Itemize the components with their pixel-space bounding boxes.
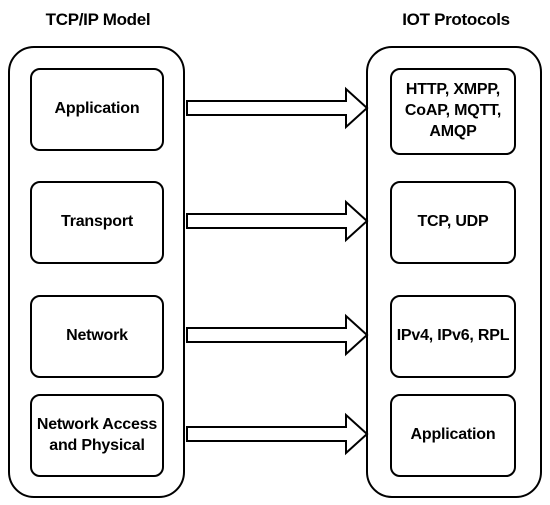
tcpip-model-title: TCP/IP Model xyxy=(45,10,151,29)
tcpip-layer-network: Network xyxy=(30,295,164,378)
tcpip-layer-transport: Transport xyxy=(30,181,164,264)
iot-protocol-physical-layer: Application xyxy=(390,394,516,477)
tcpip-layer-network-access-physical: Network Access and Physical xyxy=(30,394,164,477)
arrow-application xyxy=(186,86,369,130)
arrow-network-access-physical xyxy=(186,412,369,456)
tcpip-model-group xyxy=(8,46,185,498)
iot-protocol-label: TCP, UDP xyxy=(417,213,489,231)
iot-protocol-label: Application xyxy=(410,426,496,444)
iot-protocol-label: HTTP, XMPP, CoAP, MQTT, AMQP xyxy=(404,81,502,140)
tcpip-layer-label: Transport xyxy=(61,213,133,231)
arrow-transport xyxy=(186,199,369,243)
iot-protocols-group xyxy=(366,46,542,498)
iot-protocol-application-layer: HTTP, XMPP, CoAP, MQTT, AMQP xyxy=(390,68,516,155)
iot-protocol-network-layer: IPv4, IPv6, RPL xyxy=(390,295,516,378)
iot-protocol-label: IPv4, IPv6, RPL xyxy=(396,327,510,345)
iot-protocols-title: IOT Protocols xyxy=(402,10,510,29)
tcpip-layer-label: Network xyxy=(66,327,128,345)
tcpip-layer-application: Application xyxy=(30,68,164,151)
tcpip-layer-label: Network Access and Physical xyxy=(36,415,158,454)
arrow-network xyxy=(186,313,369,357)
tcpip-layer-label: Application xyxy=(54,100,140,118)
iot-protocol-transport-layer: TCP, UDP xyxy=(390,181,516,264)
